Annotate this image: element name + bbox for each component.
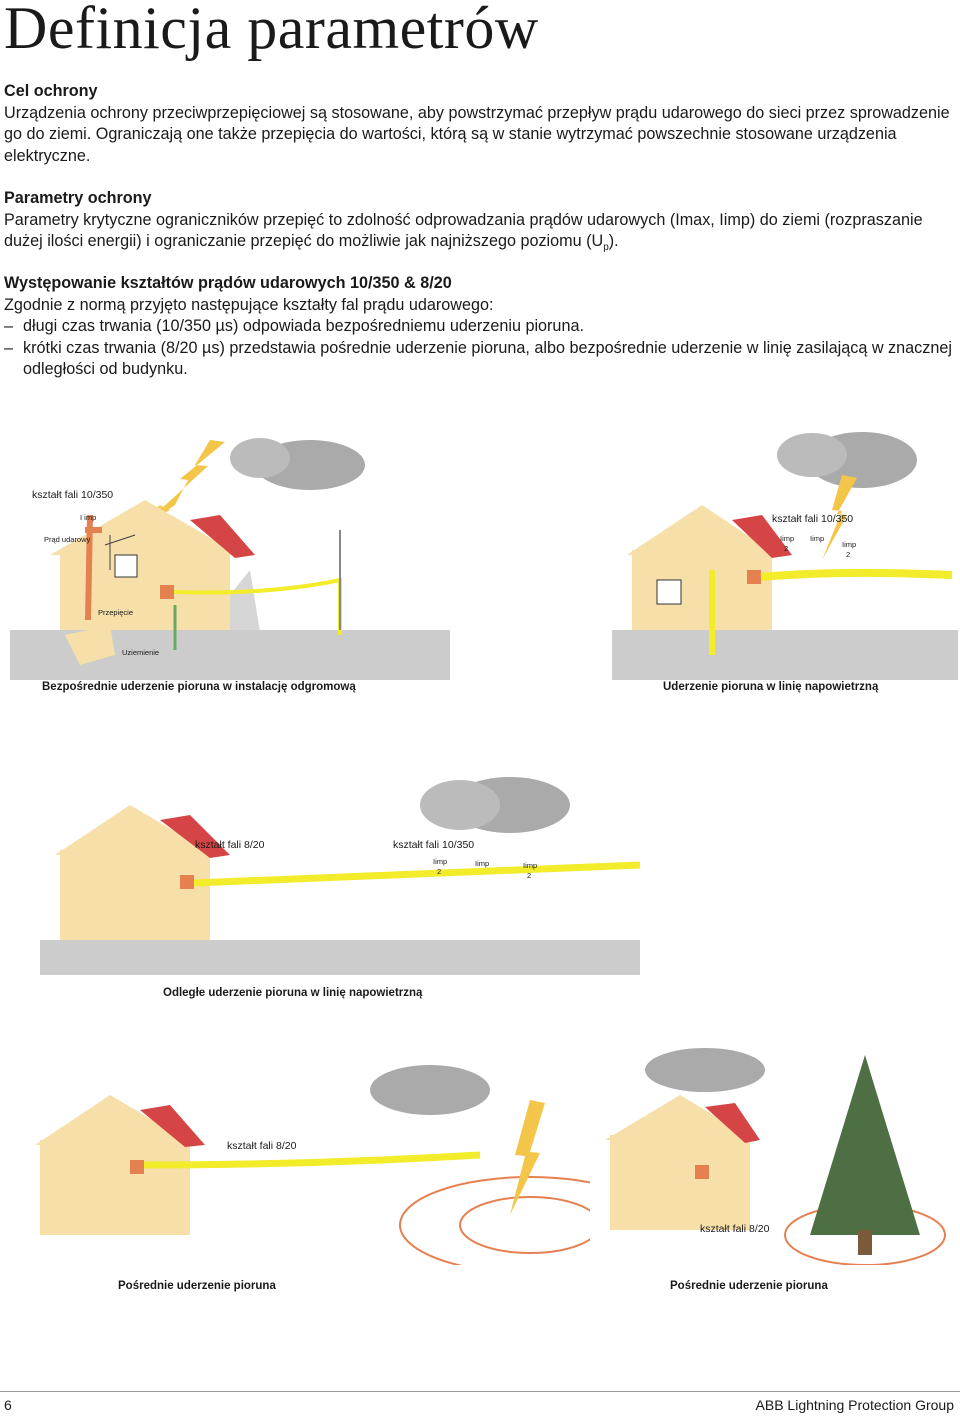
half-iimp-bottom: 2 <box>437 867 441 876</box>
iimp-label: Iimp <box>810 534 824 543</box>
house-gable <box>55 805 215 855</box>
figure-remote-strike: kształt fali 8/20 kształt fali 10/350 Ii… <box>40 777 640 975</box>
wave-label: kształt fali 10/350 <box>772 513 853 525</box>
house-gable <box>35 1095 195 1145</box>
caption-indirect-1: Pośrednie uderzenie pioruna <box>118 1280 276 1292</box>
caption-overhead: Uderzenie pioruna w linię napowietrzną <box>663 681 879 693</box>
waveform-list: długi czas trwania (10/350 µs) odpowiada… <box>4 316 956 381</box>
cloud <box>777 433 847 477</box>
ground-area <box>40 940 640 975</box>
induction-ring <box>459 1196 590 1254</box>
tree <box>810 1055 920 1235</box>
window <box>114 554 138 578</box>
house-wall <box>632 550 772 630</box>
half-iimp-bottom: 2 <box>784 544 788 553</box>
footer-divider <box>0 1391 960 1392</box>
iimp-label: Iimp <box>475 859 489 868</box>
footer-company: ABB Lightning Protection Group <box>755 1397 954 1413</box>
house-gable <box>627 505 777 555</box>
cloud <box>645 1048 765 1092</box>
figure-overhead-strike: kształt fali 10/350 Iimp 2 Iimp Iimp 2 <box>612 432 958 680</box>
cloud <box>230 438 290 478</box>
lightning-current-path <box>85 514 102 621</box>
house-roof <box>705 1103 760 1143</box>
half-iimp-top: Iimp <box>780 534 794 543</box>
section-heading: Występowanie kształtów prądów udarowych … <box>4 274 452 292</box>
overvoltage-label: Przepięcie <box>98 608 133 617</box>
section-text: Urządzenia ochrony przeciwprzepięciowej … <box>4 103 950 165</box>
iimp-label: I imp <box>80 513 96 522</box>
text-main: Parametry krytyczne ograniczników przepi… <box>4 210 923 251</box>
wave-label: kształt fali 10/350 <box>32 489 113 501</box>
house-wall <box>610 1135 750 1230</box>
figure-direct-strike: kształt fali 10/350 I imp Prąd udarowy P… <box>10 438 450 680</box>
window <box>656 579 682 605</box>
ground-area <box>612 630 958 680</box>
list-item: długi czas trwania (10/350 µs) odpowiada… <box>4 316 956 338</box>
house-wall <box>40 1140 190 1235</box>
grounding-electrode <box>65 625 115 665</box>
house-roof <box>140 1105 205 1147</box>
section-parameters: Parametry ochrony Parametry krytyczne og… <box>4 188 956 259</box>
house-roof <box>160 815 230 858</box>
half-iimp-top: Iimp <box>523 861 537 870</box>
antenna <box>104 534 136 546</box>
wave-label: kształt fali 8/20 <box>227 1140 297 1152</box>
cloud <box>370 1065 490 1115</box>
cloud <box>420 780 500 830</box>
surge-arrester <box>747 570 761 584</box>
grounding-label: Uziemienie <box>122 648 159 657</box>
wave-label: kształt fali 10/350 <box>393 839 474 851</box>
power-line <box>193 861 640 887</box>
surge-arrester <box>160 585 174 599</box>
surge-current-label: Prąd udarowy <box>44 535 91 544</box>
page-number: 6 <box>4 1397 12 1413</box>
caption-indirect-2: Pośrednie uderzenie pioruna <box>670 1280 828 1292</box>
figure-indirect-strike-1: kształt fali 8/20 <box>35 1065 590 1265</box>
surge-arrester <box>180 875 194 889</box>
house-roof <box>190 515 255 558</box>
power-line <box>760 568 953 581</box>
lightning-bolt <box>510 1100 545 1215</box>
text-end: ). <box>608 232 619 250</box>
half-iimp-bottom: 2 <box>527 871 531 880</box>
house-gable <box>50 500 240 555</box>
caption-remote: Odległe uderzenie pioruna w linię napowi… <box>163 987 423 999</box>
wave-label: kształt fali 8/20 <box>195 839 265 851</box>
page-title: Definicja parametrów <box>4 0 539 61</box>
lightning-bolt <box>822 475 857 560</box>
text-subscript: p <box>603 242 609 254</box>
surge-arrester <box>130 1160 144 1174</box>
surge-arrester <box>695 1165 709 1179</box>
section-heading: Parametry ochrony <box>4 189 152 207</box>
house-wall <box>60 850 210 940</box>
section-waveforms: Występowanie kształtów prądów udarowych … <box>4 273 956 381</box>
section-heading: Cel ochrony <box>4 82 98 100</box>
caption-direct: Bezpośrednie uderzenie pioruna w instala… <box>42 681 356 693</box>
list-item: krótki czas trwania (8/20 µs) przedstawi… <box>4 338 956 381</box>
house-gable <box>605 1095 755 1140</box>
half-iimp-bottom: 2 <box>846 550 850 559</box>
section-intro: Zgodnie z normą przyjęto następujące ksz… <box>4 295 494 314</box>
lightning-bolt <box>145 440 225 525</box>
power-line <box>173 577 342 635</box>
section-text: Parametry krytyczne ograniczników przepi… <box>4 210 956 259</box>
tree-trunk <box>858 1230 872 1255</box>
wave-label: kształt fali 8/20 <box>700 1223 770 1235</box>
figure-indirect-strike-2: kształt fali 8/20 <box>605 1048 946 1265</box>
house-roof <box>732 515 792 558</box>
section-purpose: Cel ochrony Urządzenia ochrony przeciwpr… <box>4 81 956 167</box>
half-iimp-top: Iimp <box>842 540 856 549</box>
half-iimp-top: Iimp <box>433 857 447 866</box>
induction-ring <box>399 1176 590 1265</box>
power-line <box>143 1151 481 1169</box>
